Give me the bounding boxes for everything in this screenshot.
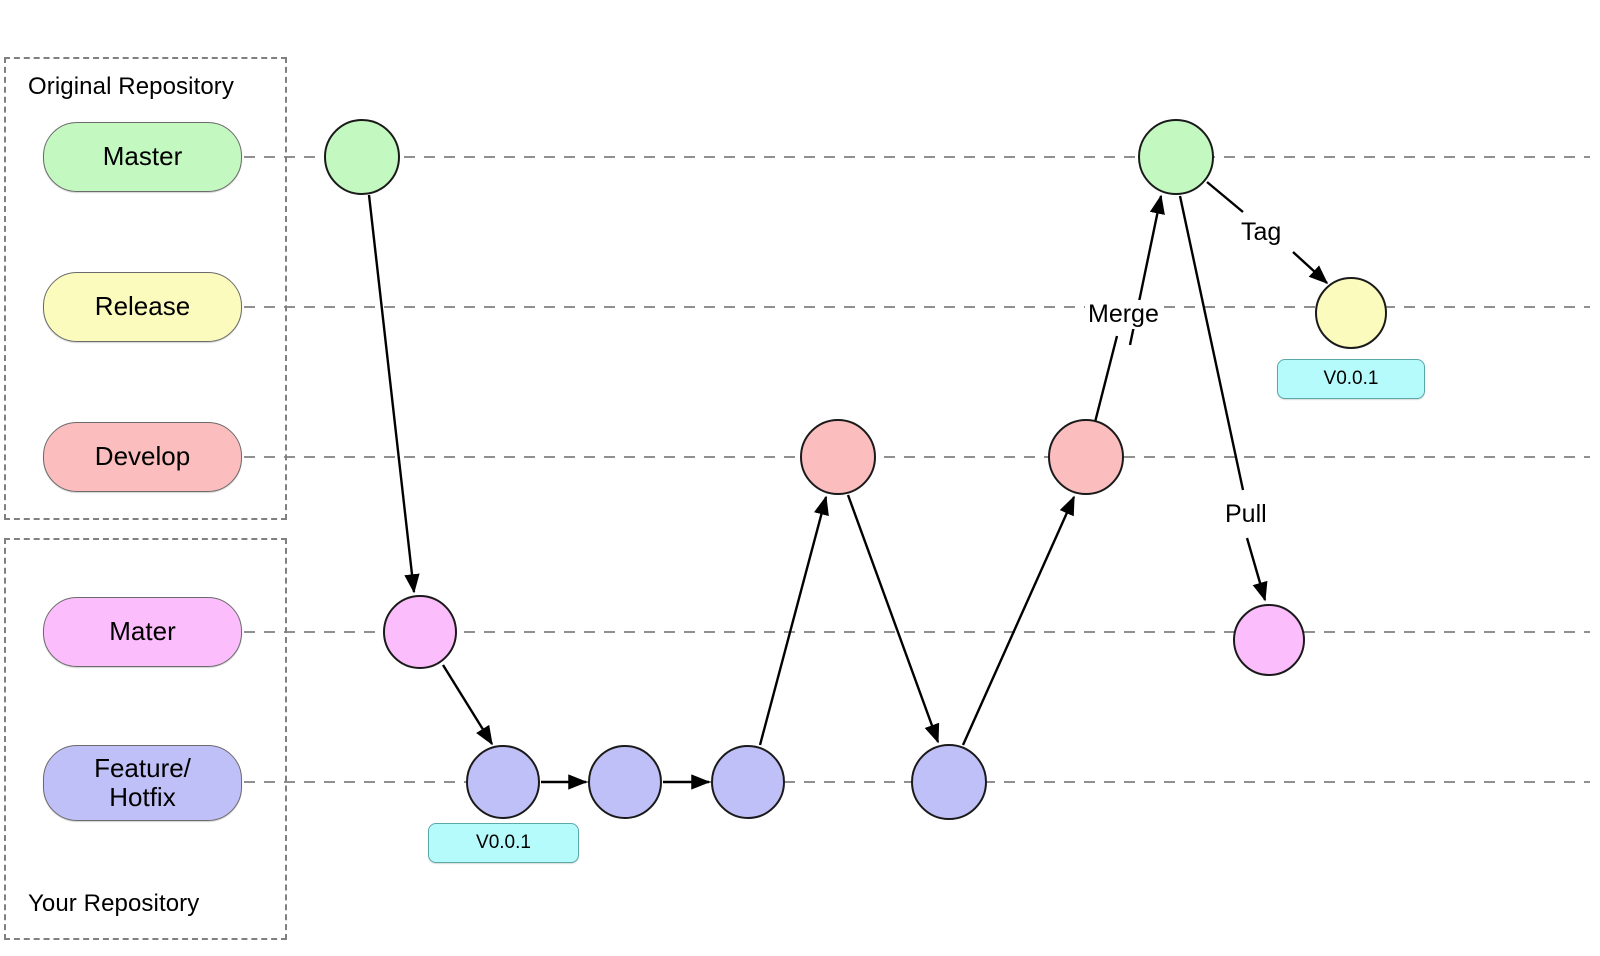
edge-tag-to-release [1292, 251, 1329, 284]
branch-pill-master[interactable]: Master [43, 122, 242, 192]
commit-develop-2[interactable] [1048, 419, 1124, 495]
branch-pill-release[interactable]: Release [43, 272, 242, 342]
commit-master-initial[interactable] [324, 119, 400, 195]
edge-pull-to-mater-tail [1178, 195, 1245, 491]
edge-pull-to-mater [1245, 537, 1268, 602]
edge-label-merge: Merge [1085, 300, 1162, 329]
panel-title-original-repository: Original Repository [28, 73, 234, 100]
commit-feature-3[interactable] [711, 745, 785, 819]
version-tag-feature-label: V0.0.1 [476, 832, 531, 853]
branch-pill-label-master: Master [102, 141, 183, 172]
branch-pill-label-release: Release [94, 291, 191, 322]
edge-tag-to-release-tail [1206, 181, 1244, 213]
version-tag-feature[interactable]: V0.0.1 [428, 823, 579, 863]
edge-develop1-to-feature4 [846, 494, 940, 744]
branch-pill-feature[interactable]: Feature/Hotfix [43, 745, 242, 821]
version-tag-release-label: V0.0.1 [1323, 368, 1379, 389]
edge-label-tag: Tag [1238, 218, 1285, 247]
edge-feature4-to-develop2 [961, 495, 1076, 746]
branch-pill-label-feature: Feature/Hotfix [94, 752, 191, 812]
edge-feature3-to-develop1 [758, 495, 829, 746]
commit-release-tag[interactable] [1315, 277, 1387, 349]
edge-master-to-mater [367, 194, 420, 594]
branch-pill-label-develop: Develop [94, 441, 191, 472]
branch-pill-mater[interactable]: Mater [43, 597, 242, 667]
commit-develop-1[interactable] [800, 419, 876, 495]
edge-mater-to-feature1 [441, 664, 494, 746]
panel-title-your-repository: Your Repository [28, 890, 200, 917]
commit-feature-2[interactable] [588, 745, 662, 819]
commit-mater-fork[interactable] [383, 595, 457, 669]
commit-feature-4[interactable] [911, 744, 987, 820]
branch-lane-lines [244, 156, 1590, 783]
edge-merge-to-master-tail [1091, 335, 1119, 431]
commit-mater-pull[interactable] [1233, 604, 1305, 676]
version-tag-release[interactable]: V0.0.1 [1277, 359, 1425, 399]
commit-master-merge[interactable] [1138, 119, 1214, 195]
branch-pill-develop[interactable]: Develop [43, 422, 242, 492]
panel-your-repository [4, 538, 287, 940]
edge-label-pull: Pull [1222, 500, 1270, 529]
commit-feature-1[interactable] [466, 745, 540, 819]
branch-pill-label-mater: Mater [109, 616, 176, 647]
panel-original-repository [4, 57, 287, 520]
